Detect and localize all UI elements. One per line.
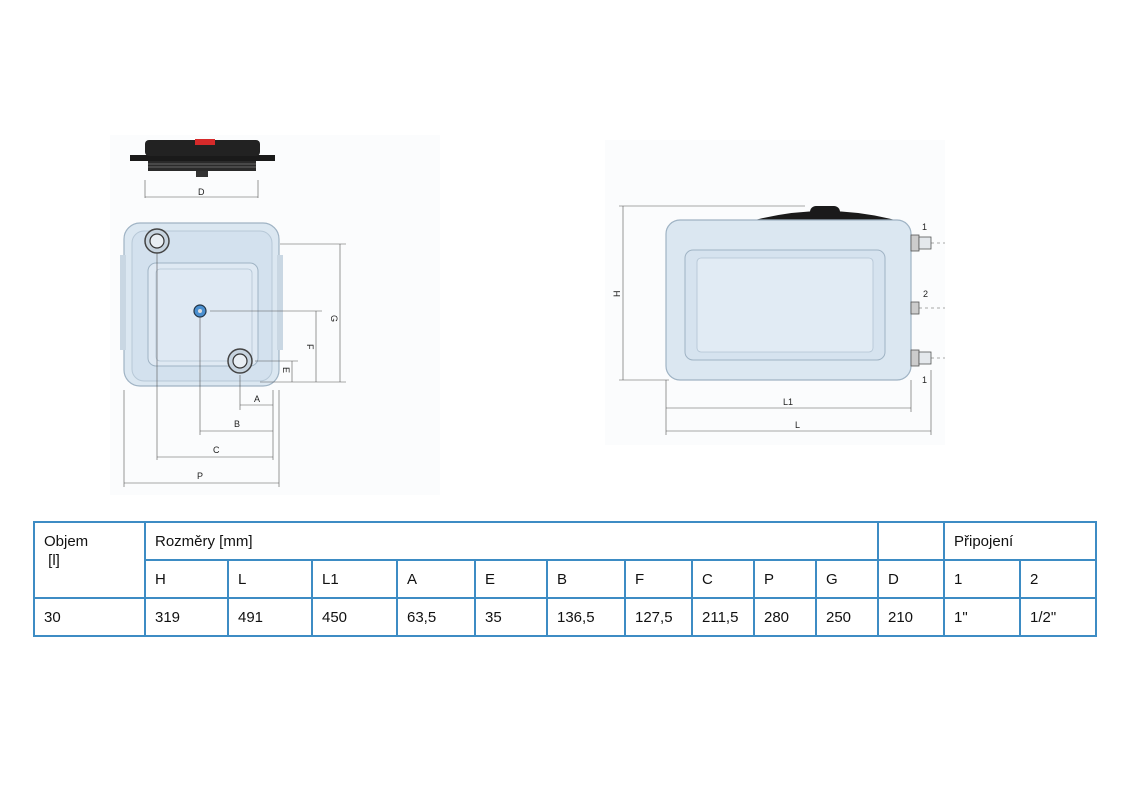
objem-value: 30 (33, 597, 146, 637)
column-header: E (474, 559, 548, 599)
dim-label-l1: L1 (783, 397, 793, 407)
objem-label: Objem (44, 533, 89, 550)
table-header-row: Objem [l] Rozměry [mm] Připojení (33, 521, 1097, 599)
dim-label-p: P (197, 471, 203, 481)
table-cell: 35 (474, 597, 548, 637)
side-view-drawing: H L1 L 1 2 1 (605, 140, 945, 445)
conn-label-2: 2 (923, 289, 928, 299)
table-cell: 210 (877, 597, 945, 637)
dim-label-f: F (305, 344, 315, 350)
column-header: L (227, 559, 313, 599)
dim-label-l: L (795, 420, 800, 430)
lid-top-view: D (130, 139, 275, 198)
column-header: A (396, 559, 476, 599)
dim-label-h: H (612, 291, 622, 298)
column-header: 2 (1019, 559, 1097, 599)
front-view-drawing: D (110, 135, 440, 495)
dim-label-e: E (281, 367, 291, 373)
dim-label-g: G (329, 315, 339, 322)
column-header: B (546, 559, 626, 599)
table-cell: 63,5 (396, 597, 476, 637)
table-cell: 127,5 (624, 597, 693, 637)
objem-header-cell: Objem [l] (33, 521, 146, 599)
tank-side-body (665, 206, 932, 381)
table-cell: 491 (227, 597, 313, 637)
column-header: G (815, 559, 879, 599)
column-header: P (753, 559, 817, 599)
conn-label-1-top: 1 (922, 222, 927, 232)
dim-label-c: C (213, 445, 220, 455)
column-header: 1 (943, 559, 1021, 599)
objem-unit: [l] (48, 552, 60, 569)
table-row: 30 319 491 450 63,5 35 136,5 127,5 211,5… (33, 597, 1097, 637)
column-header: F (624, 559, 693, 599)
front-view-svg: D (120, 139, 346, 487)
table-cell: 1" (943, 597, 1021, 637)
dim-label-b: B (234, 419, 240, 429)
table-cell: 280 (753, 597, 817, 637)
conn-label-1-bottom: 1 (922, 375, 927, 385)
side-dimension-lines (619, 205, 945, 435)
side-view-svg: H L1 L 1 2 1 (612, 205, 945, 435)
rozmery-header-cell: Rozměry [mm] (144, 521, 879, 561)
table-cell: 250 (815, 597, 879, 637)
empty-header-cell (877, 521, 945, 561)
table-cell: 450 (311, 597, 398, 637)
table-cell: 211,5 (691, 597, 755, 637)
dim-label-a: A (254, 394, 260, 404)
table-cell: 319 (144, 597, 229, 637)
front-dimension-lines (123, 243, 346, 487)
table-cell: 136,5 (546, 597, 626, 637)
tank-front-body (120, 222, 283, 387)
dimensions-table: Objem [l] Rozměry [mm] Připojení H L L1 … (33, 521, 1097, 637)
column-header: C (691, 559, 755, 599)
column-header: L1 (311, 559, 398, 599)
table-column-row: H L L1 A E B F C P G D 1 2 (34, 559, 1097, 599)
table-cell: 1/2" (1019, 597, 1097, 637)
pripojeni-header-cell: Připojení (943, 521, 1097, 561)
dim-label-d: D (198, 187, 205, 197)
column-header: D (877, 559, 945, 599)
column-header: H (144, 559, 229, 599)
